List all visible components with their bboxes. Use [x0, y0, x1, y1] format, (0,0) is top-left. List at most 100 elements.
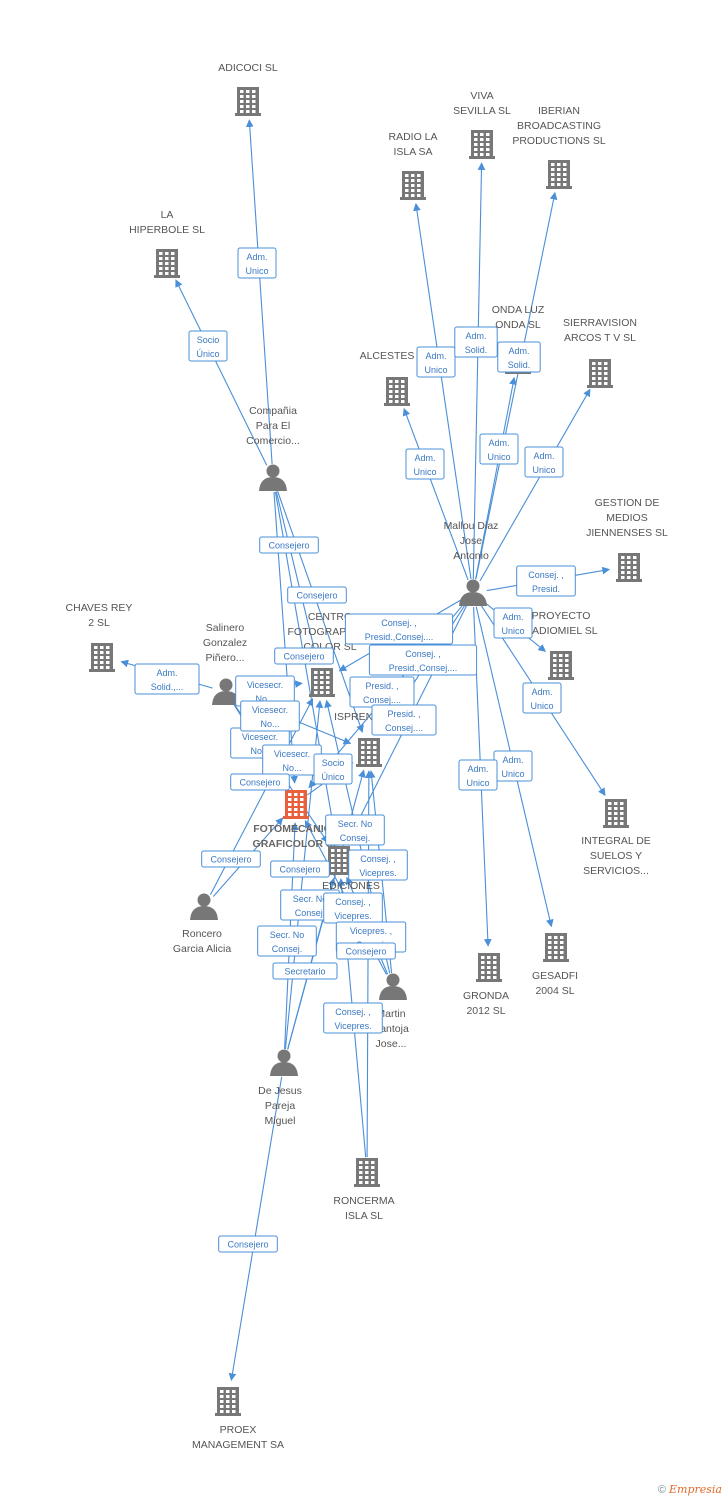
relation-badge[interactable]: Adm.Unico: [522, 682, 562, 714]
badge-box: [336, 942, 396, 960]
node-label: 2012 SL: [466, 1005, 505, 1017]
relation-badge[interactable]: Presid. ,Consej....: [371, 704, 437, 736]
relation-badge[interactable]: Vicesecr.No...: [262, 744, 322, 776]
relation-badge[interactable]: Adm.Unico: [237, 247, 277, 279]
relation-badge[interactable]: Consej. ,Vicepres.: [323, 892, 383, 924]
building-window: [395, 395, 399, 398]
building-window: [240, 95, 244, 98]
building-window: [320, 671, 324, 674]
relation-badge[interactable]: Consej. ,Presid.: [516, 565, 576, 597]
building-window: [621, 556, 625, 559]
badge-text: Consej.: [295, 908, 326, 918]
node-ediciones[interactable]: EDICIONES: [322, 846, 380, 892]
relation-badge[interactable]: Consej. ,Vicepres.: [348, 849, 408, 881]
building-window: [401, 400, 405, 403]
relation-badge[interactable]: Consej. ,Vicepres.: [323, 1002, 383, 1034]
badge-text: No...: [250, 746, 269, 756]
node-adicoci[interactable]: ADICOCI SL: [218, 62, 278, 116]
building-window: [337, 849, 341, 852]
relation-badge[interactable]: Adm.Unico: [493, 607, 533, 639]
relation-badge[interactable]: Vicesecr.No...: [235, 675, 295, 707]
node-ispren[interactable]: ISPREN...: [334, 711, 382, 767]
relation-badge[interactable]: Vicesecr.No...: [240, 700, 300, 732]
building-window: [220, 1400, 224, 1403]
building-window: [565, 669, 569, 672]
building-window: [300, 803, 304, 806]
relation-badge[interactable]: Consejero: [259, 536, 319, 554]
relation-badge[interactable]: Adm.Unico: [405, 448, 445, 480]
relation-badge[interactable]: Adm.Unico: [458, 759, 498, 791]
relation-badge[interactable]: Consejero: [270, 860, 330, 878]
relation-badge[interactable]: Adm.Unico: [524, 446, 564, 478]
relation-badge[interactable]: Consejero: [287, 586, 347, 604]
building-base: [476, 979, 502, 982]
building-base: [283, 816, 309, 819]
relation-badge[interactable]: Consejero: [336, 942, 396, 960]
building-window: [405, 179, 409, 182]
relation-badge[interactable]: Consejero: [230, 773, 290, 791]
brand-logo[interactable]: Empresia: [669, 1483, 722, 1496]
relation-badge[interactable]: Consejero: [218, 1235, 278, 1253]
building-window: [373, 741, 377, 744]
node-label: GESTION DE: [595, 497, 660, 509]
relation-badge[interactable]: Adm.Unico: [479, 433, 519, 465]
building-window: [171, 262, 175, 265]
node-label: ARCOS T V SL: [564, 332, 636, 344]
relation-badge[interactable]: Adm.Unico: [416, 346, 456, 378]
building-window: [240, 110, 244, 113]
building-window: [614, 817, 618, 820]
relation-badge[interactable]: Adm.Solid.,...: [134, 663, 200, 695]
badge-text: Adm.: [502, 755, 523, 765]
relation-badge[interactable]: Consejero: [274, 647, 334, 665]
node-salinero[interactable]: SalineroGonzalezPiñero...: [203, 622, 247, 705]
node-label: EDICIONES: [322, 880, 380, 892]
badge-text: Adm.: [467, 764, 488, 774]
building-window: [326, 676, 330, 679]
building-window: [371, 1166, 375, 1169]
building-window: [563, 173, 567, 176]
building-window: [487, 956, 491, 959]
badge-box: [134, 663, 200, 695]
relation-badge[interactable]: Adm.Solid.: [497, 341, 541, 373]
relation-badge[interactable]: Consej. ,Presid.,Consej....: [344, 613, 454, 645]
building-window: [486, 148, 490, 151]
relation-badge[interactable]: Adm.Unico: [493, 750, 533, 782]
person-body: [259, 477, 287, 491]
building-window: [100, 656, 104, 659]
building-window: [557, 163, 561, 166]
relation-badge[interactable]: Adm.Solid.: [454, 326, 498, 358]
building-icon: [309, 668, 335, 697]
building-window: [359, 1171, 363, 1174]
relation-badge[interactable]: Consej. ,Presid.,Consej....: [368, 644, 478, 676]
badge-box: [454, 326, 498, 358]
relation-badge[interactable]: Consejero: [201, 850, 261, 868]
relation-badge[interactable]: Presid. ,Consej....: [349, 676, 415, 708]
building-window: [331, 849, 335, 852]
node-alcestes[interactable]: ALCESTES: [360, 350, 415, 406]
relation-badge[interactable]: Secretario: [272, 962, 338, 980]
building-window: [559, 674, 563, 677]
badge-text: Socio: [197, 335, 220, 345]
